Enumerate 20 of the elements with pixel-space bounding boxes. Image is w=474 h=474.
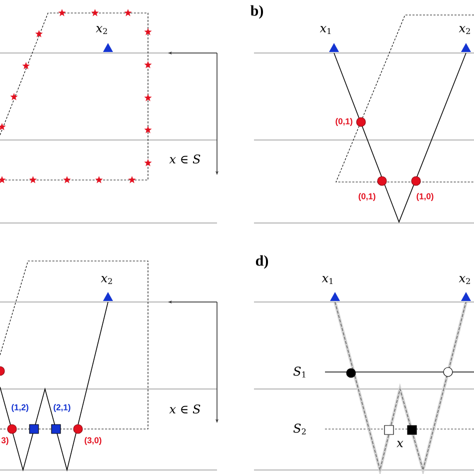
station-label: S$_{2}$ xyxy=(293,424,306,434)
point-label: (3,0) xyxy=(84,437,102,445)
point-label: (0,1) xyxy=(358,193,376,201)
point-label: (0,1) xyxy=(336,118,352,126)
station-label: x$_{1}$ xyxy=(322,276,333,284)
panel-label: b) xyxy=(250,5,263,19)
station-label: x ∈ S xyxy=(169,154,200,164)
station-label: x$_{2}$ xyxy=(458,26,470,34)
station-label: x$_{2}$ xyxy=(100,276,112,284)
station-label: x$_{2}$ xyxy=(458,276,470,284)
point-label: (1,0) xyxy=(416,193,434,201)
point-label: x xyxy=(396,440,404,448)
point-label: (2,1) xyxy=(54,404,70,412)
station-label: x$_{1}$ xyxy=(320,26,331,34)
station-label: S$_{1}$ xyxy=(293,366,306,378)
point-label: (1,2) xyxy=(12,404,28,412)
station-label: x ∈ S xyxy=(169,404,200,414)
point-label: 3) xyxy=(1,437,8,445)
panel-label: d) xyxy=(256,255,268,269)
station-label: x$_{2}$ xyxy=(96,26,107,34)
